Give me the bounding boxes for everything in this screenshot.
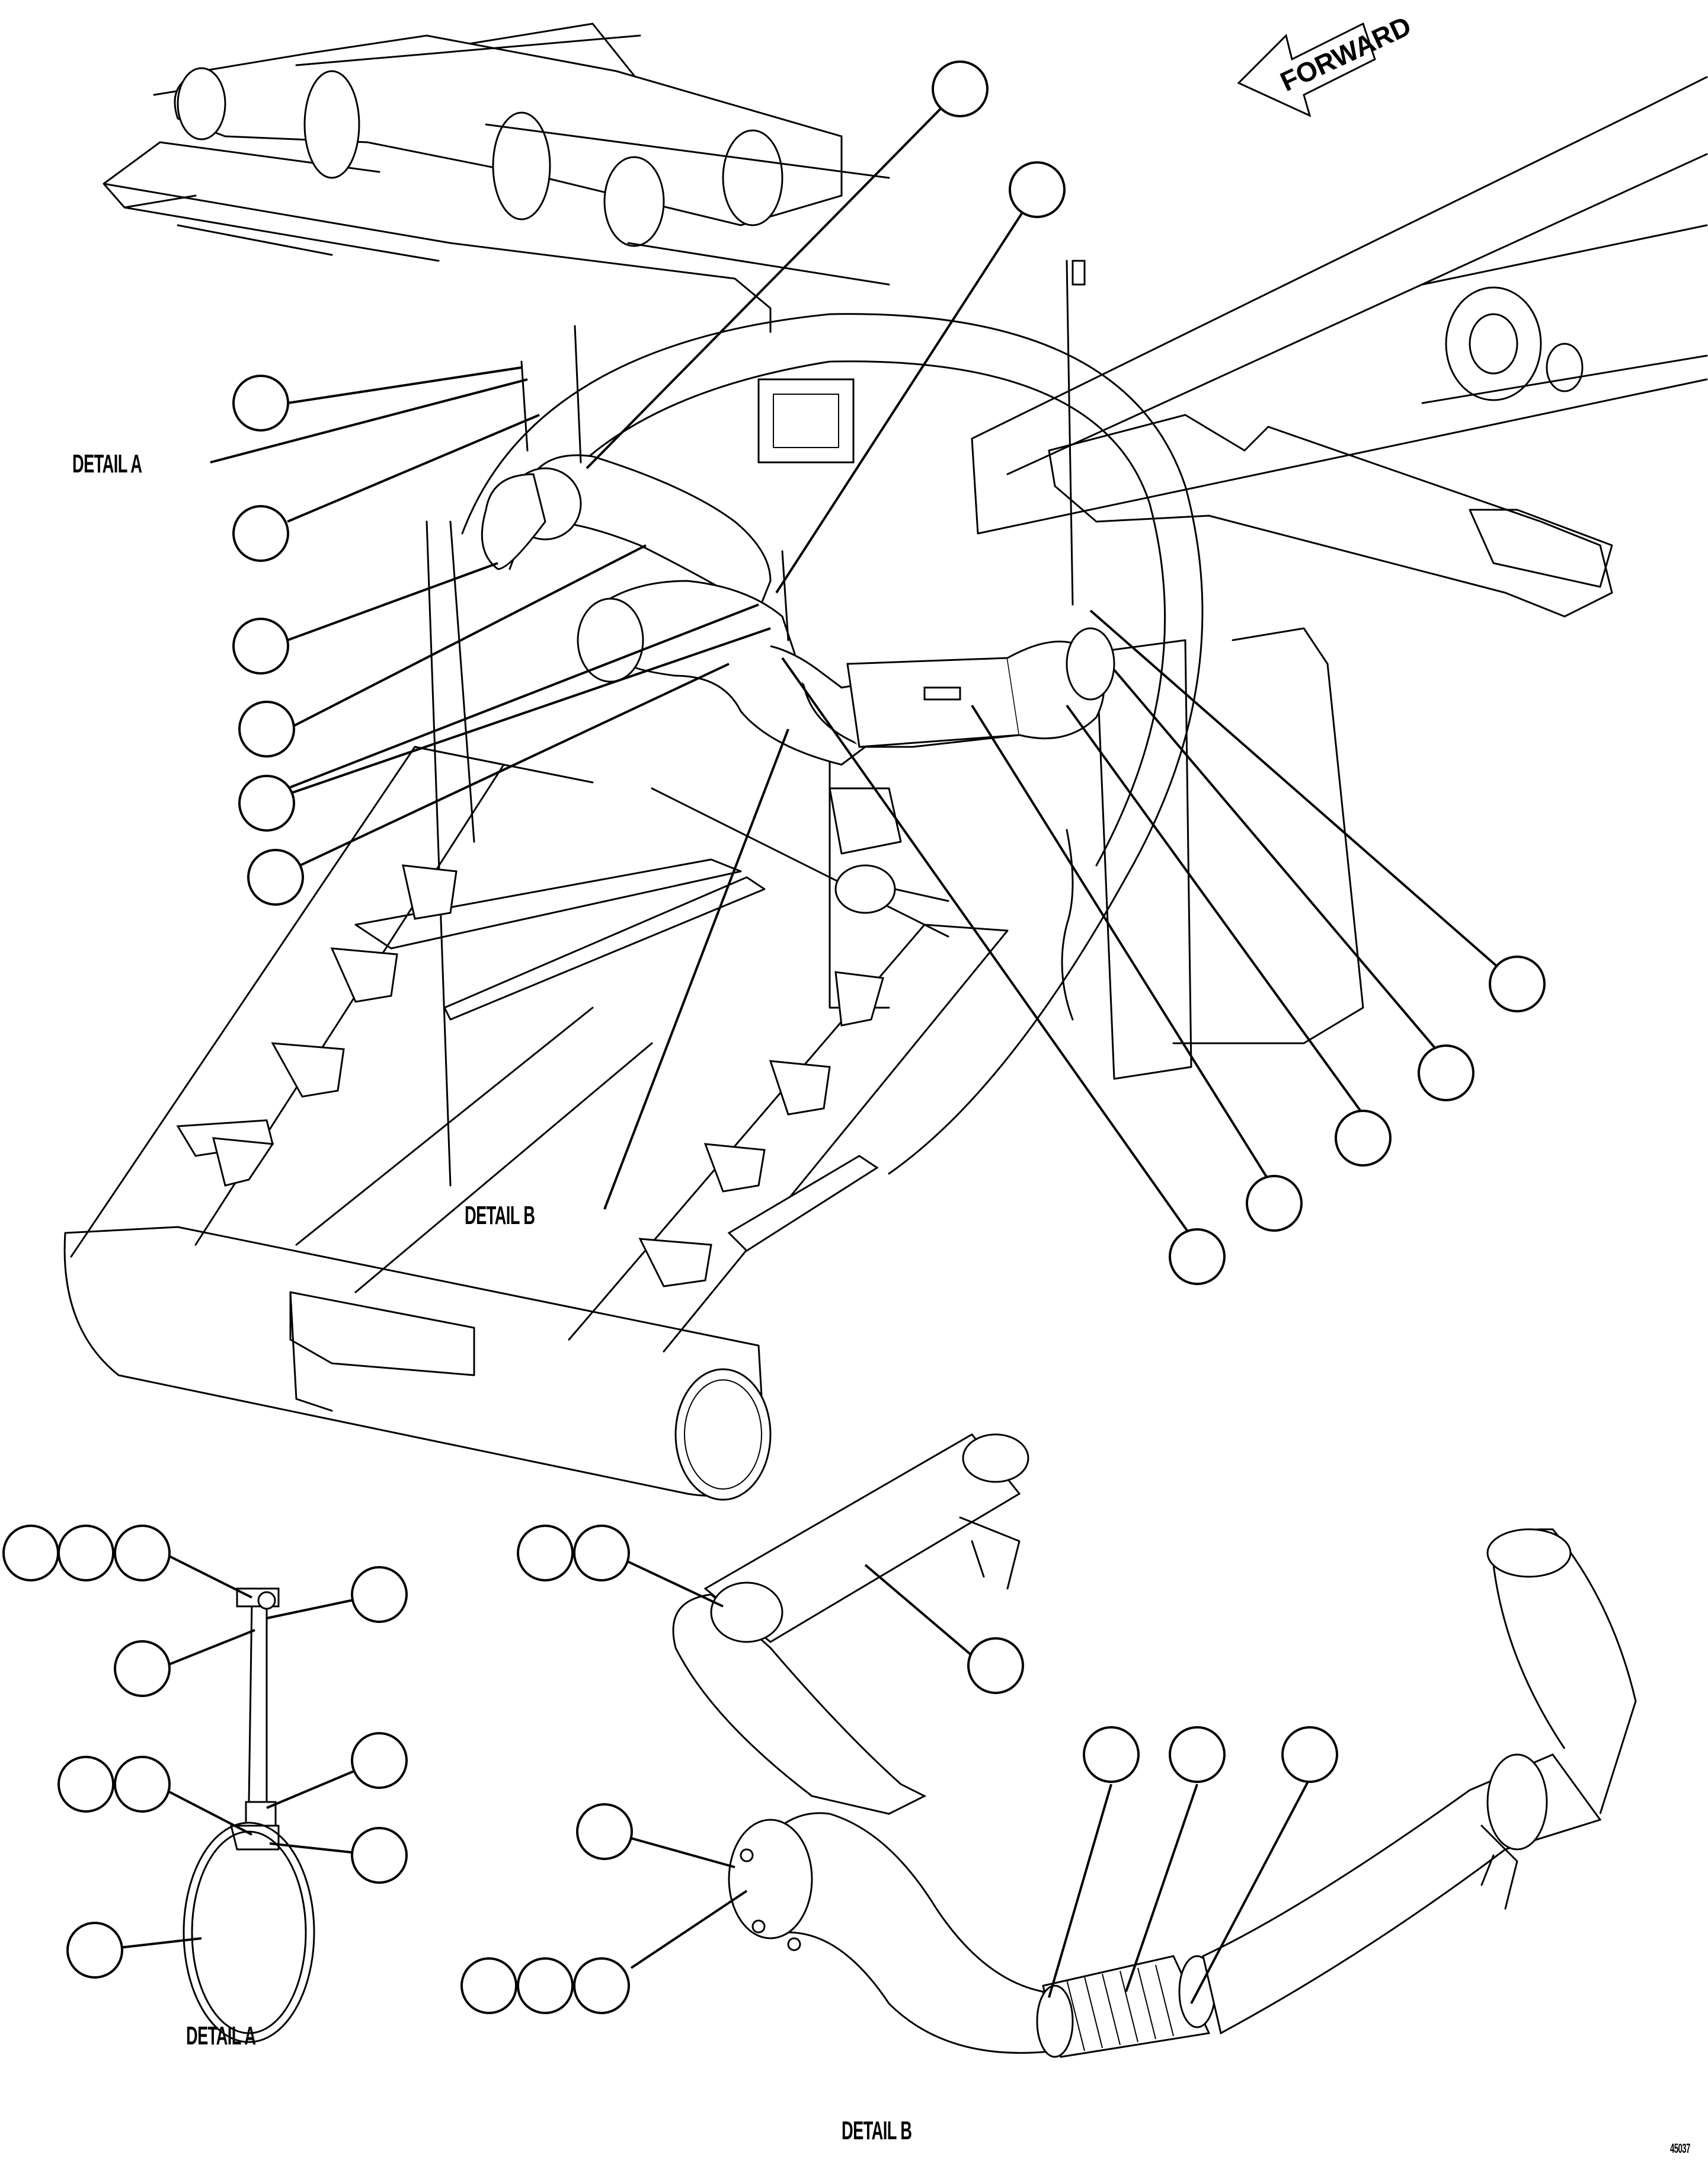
callout-balloon [351,1732,408,1789]
callout-balloon [2,1525,59,1581]
callout-balloon [351,1827,408,1884]
callout-balloon [1418,1044,1474,1101]
callout-balloon [1169,1726,1226,1783]
callout-balloon [517,1957,574,2014]
callout-balloon [576,1803,633,1860]
callout-balloon [232,375,289,432]
callout-balloon [932,60,989,117]
machine-frame-linework [63,23,1708,1501]
detail-b-label: DETAIL B [465,1201,535,1230]
callout-balloon [238,701,295,758]
callout-balloon [57,1525,114,1581]
callout-balloon [66,1922,123,1979]
detail-a-label: DETAIL A [72,449,142,478]
callout-balloon [114,1525,171,1581]
callout-balloon [573,1957,630,2014]
callout-balloon [1083,1726,1140,1783]
callout-balloons [2,60,1546,2014]
detail-b-pipes [672,1433,1637,2058]
callout-balloon [1009,161,1066,218]
callout-balloon [1169,1228,1226,1285]
detail-a-title: DETAIL A [186,2021,256,2050]
callout-balloon [967,1637,1024,1694]
callout-balloon [57,1756,114,1813]
callout-balloon [1335,1110,1392,1167]
callout-balloon [573,1525,630,1581]
forward-arrow: FORWARD [1237,10,1416,117]
callout-balloon [1489,956,1546,1012]
steps [176,864,884,1287]
callout-balloon [1281,1726,1338,1783]
callout-balloon [351,1566,408,1623]
leader-lines [97,88,1518,2004]
exhaust-pipes-main-view [481,260,1115,766]
callout-balloon [460,1957,517,2014]
callout-balloon [114,1756,171,1813]
callout-balloon [114,1640,171,1697]
callout-balloon [232,505,289,562]
callout-balloon [238,775,295,832]
callout-balloon [232,618,289,675]
drawing-number: 45037 [1670,2141,1690,2156]
detail-b-title: DETAIL B [842,2116,912,2145]
callout-balloon [517,1525,574,1581]
detail-a-hanger [183,1587,315,2043]
callout-balloon [1246,1175,1303,1232]
callout-balloon [247,849,304,906]
forward-arrow-label: FORWARD [1275,10,1416,97]
